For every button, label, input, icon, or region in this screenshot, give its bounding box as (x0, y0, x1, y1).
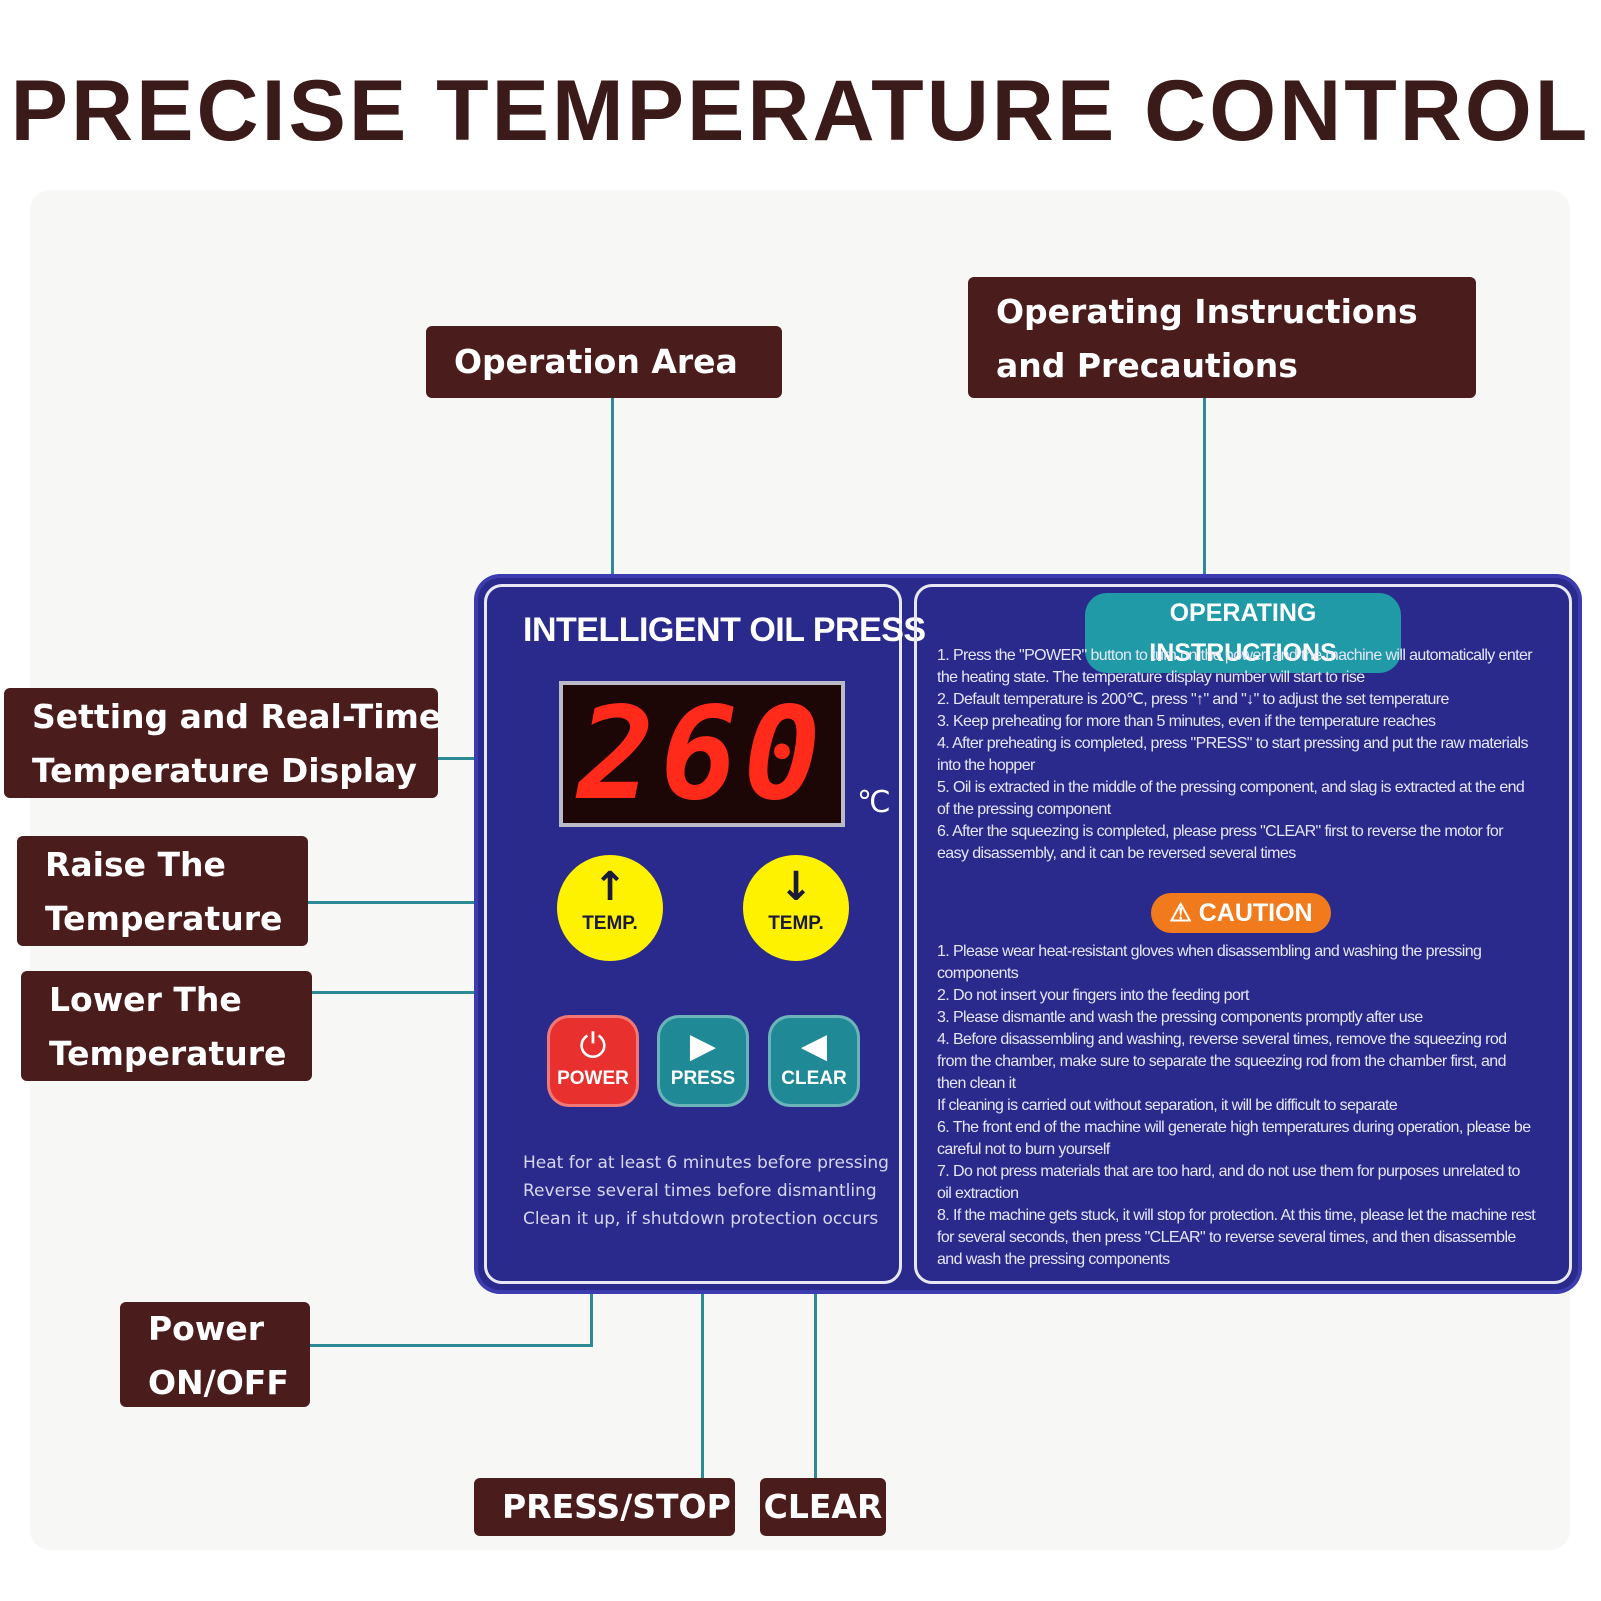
temp-up-button[interactable]: ↑ TEMP. (557, 855, 663, 961)
callout-text: Temperature (45, 899, 283, 938)
caution-list: 1. Please wear heat-resistant gloves whe… (937, 941, 1537, 1271)
panel-note: Clean it up, if shutdown protection occu… (523, 1209, 879, 1229)
callout-text: Lower The (49, 980, 242, 1019)
instruction-item: 4. After preheating is completed, press … (937, 735, 1528, 774)
leader-line-instructions (1203, 396, 1206, 578)
callout-text: Temperature Display (32, 751, 417, 790)
leader-line-press (701, 1105, 704, 1480)
callout-raise: Raise The Temperature (17, 836, 308, 946)
temp-down-button[interactable]: ↓ TEMP. (743, 855, 849, 961)
leader-line-power-h (310, 1344, 593, 1347)
operation-area-panel: INTELLIGENT OIL PRESS 260 ℃ ↑ TEMP. ↓ TE… (484, 584, 926, 1284)
callout-text: Operating Instructions (996, 292, 1418, 331)
caution-item: 3. Please dismantle and wash the pressin… (937, 1009, 1423, 1026)
power-button[interactable]: ⏻ POWER (547, 1015, 639, 1107)
leader-line-clear (814, 1105, 817, 1480)
caution-item: 4. Before disassembling and washing, rev… (937, 1031, 1507, 1092)
temperature-display: 260 (559, 680, 845, 829)
panel-note: Reverse several times before dismantling (523, 1181, 877, 1201)
callout-lower: Lower The Temperature (21, 971, 312, 1081)
play-icon: ▶ (689, 1026, 717, 1066)
temp-down-label: TEMP. (768, 913, 824, 934)
press-label: PRESS (670, 1068, 736, 1089)
callout-text: Setting and Real-Time (32, 697, 442, 736)
clear-label: CLEAR (781, 1068, 847, 1089)
caution-item: 6. The front end of the machine will gen… (937, 1119, 1531, 1158)
power-label: POWER (557, 1068, 629, 1089)
callout-text: Temperature (49, 1034, 287, 1073)
caution-title: ⚠ CAUTION (1151, 893, 1331, 933)
brand-label: INTELLIGENT OIL PRESS (523, 611, 926, 649)
reverse-icon: ◀ (800, 1026, 828, 1066)
callout-text: ON/OFF (148, 1363, 289, 1402)
page-title: PRECISE TEMPERATURE CONTROL (10, 63, 1591, 159)
callout-text: Raise The (45, 845, 226, 884)
callout-operation-area: Operation Area (426, 326, 782, 398)
arrow-up-icon: ↑ (593, 864, 627, 910)
leader-line-raise (308, 901, 556, 904)
instruction-item: 1. Press the "POWER" button to turn on t… (937, 647, 1533, 686)
callout-text: CLEAR (763, 1487, 883, 1526)
instructions-title: OPERATING INSTRUCTIONS (1085, 593, 1401, 673)
callout-text: Power (148, 1309, 264, 1348)
callout-instructions: Operating Instructions and Precautions (968, 277, 1476, 398)
temp-up-label: TEMP. (582, 913, 638, 934)
callout-power: Power ON/OFF (120, 1302, 310, 1407)
callout-text: PRESS/STOP (502, 1487, 731, 1526)
panel-note: Heat for at least 6 minutes before press… (523, 1153, 889, 1173)
instructions-panel: OPERATING INSTRUCTIONS 1. Press the "POW… (914, 584, 1572, 1284)
caution-item: 2. Do not insert your fingers into the f… (937, 987, 1249, 1004)
control-panel: INTELLIGENT OIL PRESS 260 ℃ ↑ TEMP. ↓ TE… (478, 578, 1578, 1290)
arrow-down-icon: ↓ (779, 864, 813, 910)
celsius-unit: ℃ (857, 785, 891, 820)
panel-notes: Heat for at least 6 minutes before press… (523, 1149, 889, 1233)
instruction-item: 2. Default temperature is 200℃, press "↑… (937, 691, 1449, 708)
power-icon: ⏻ (579, 1026, 607, 1066)
leader-line-operation-area (611, 396, 614, 578)
callout-display: Setting and Real-Time Temperature Displa… (4, 688, 442, 798)
caution-item: If cleaning is carried out without separ… (937, 1097, 1398, 1114)
caution-item: 7. Do not press materials that are too h… (937, 1163, 1520, 1202)
instruction-item: 3. Keep preheating for more than 5 minut… (937, 713, 1436, 730)
instruction-item: 5. Oil is extracted in the middle of the… (937, 779, 1525, 818)
callout-clear: CLEAR (760, 1478, 886, 1536)
instructions-list: 1. Press the "POWER" button to turn on t… (937, 645, 1537, 865)
clear-button[interactable]: ◀ CLEAR (768, 1015, 860, 1107)
press-button[interactable]: ▶ PRESS (657, 1015, 749, 1107)
caution-item: 8. If the machine gets stuck, it will st… (937, 1207, 1536, 1268)
callout-text: and Precautions (996, 346, 1298, 385)
caution-item: 1. Please wear heat-resistant gloves whe… (937, 943, 1482, 982)
callout-text: Operation Area (454, 342, 738, 381)
callout-press-stop: PRESS/STOP (474, 1478, 735, 1536)
instruction-item: 6. After the squeezing is completed, ple… (937, 823, 1504, 862)
